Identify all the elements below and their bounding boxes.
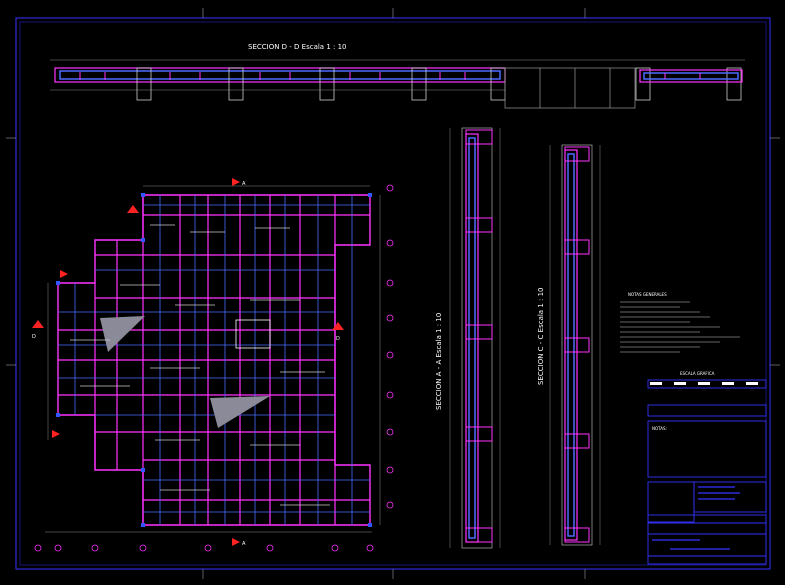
notes-title: NOTAS GENERALES	[628, 292, 667, 297]
section-c-c: SECCION C - C Escala 1 : 10	[537, 144, 601, 546]
sheet-border	[6, 8, 780, 579]
marker-top-label: A	[242, 181, 246, 187]
general-notes: NOTAS GENERALES	[620, 292, 740, 353]
scale-heading: ESCALA GRAFICA	[680, 371, 715, 376]
section-d-d: SECCION D - D Escala 1 : 10	[50, 43, 745, 109]
section-a-title: SECCION A - A Escala 1 : 10	[435, 313, 443, 410]
marker-bottom-label: A	[242, 541, 246, 547]
marker-right-label: D	[336, 336, 340, 342]
floor-plan: D D A A	[32, 178, 394, 552]
section-d-title: SECCION D - D Escala 1 : 10	[248, 43, 347, 51]
notes-label: NOTAS:	[652, 426, 667, 431]
title-block: ESCALA GRAFICA NOTAS:	[647, 371, 767, 565]
section-c-title: SECCION C - C Escala 1 : 10	[537, 288, 545, 386]
section-a-a: SECCION A - A Escala 1 : 10	[435, 127, 501, 549]
marker-left-label: D	[32, 334, 36, 340]
